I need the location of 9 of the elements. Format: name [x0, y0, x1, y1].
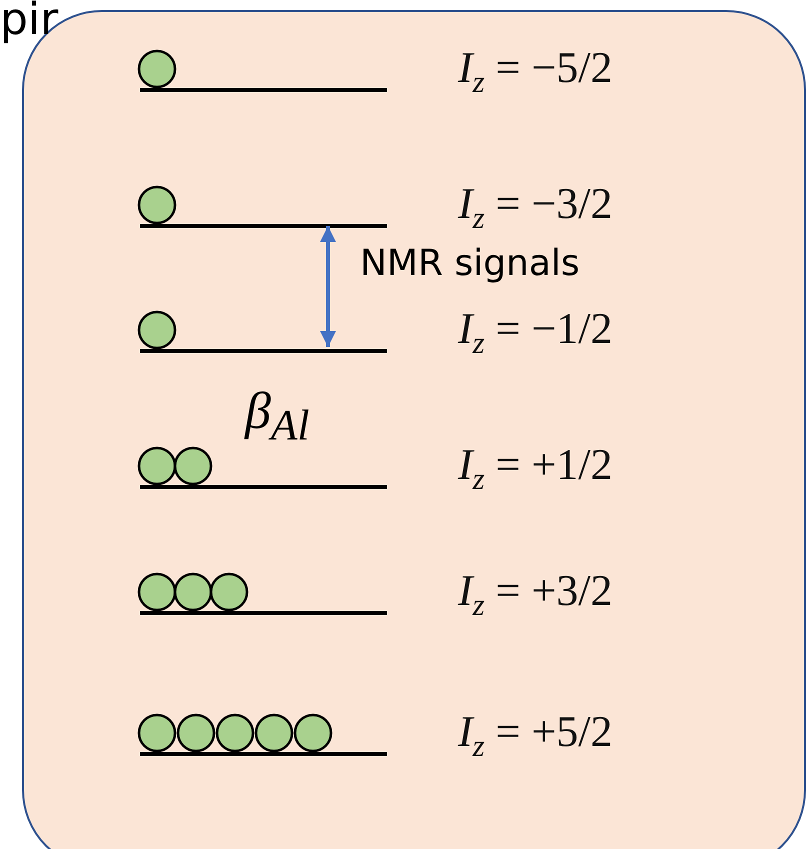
double-arrow [320, 226, 336, 347]
spin-state-label: I$_{z}$ = −1/2 [458, 303, 613, 361]
text-fragment: pir [0, 0, 58, 45]
spin-state-label: I$_{z}$ = −3/2 [458, 178, 613, 236]
spin-state-label: I$_{z}$ = +3/2 [458, 565, 613, 623]
spin-state-label: I$_{z}$ = −5/2 [458, 42, 613, 100]
spin-state-label: I$_{z}$ = +5/2 [458, 706, 613, 764]
spin-state-label: I$_{z}$ = +1/2 [458, 439, 613, 497]
parameter-label: β$_{Al}$ [245, 382, 310, 450]
